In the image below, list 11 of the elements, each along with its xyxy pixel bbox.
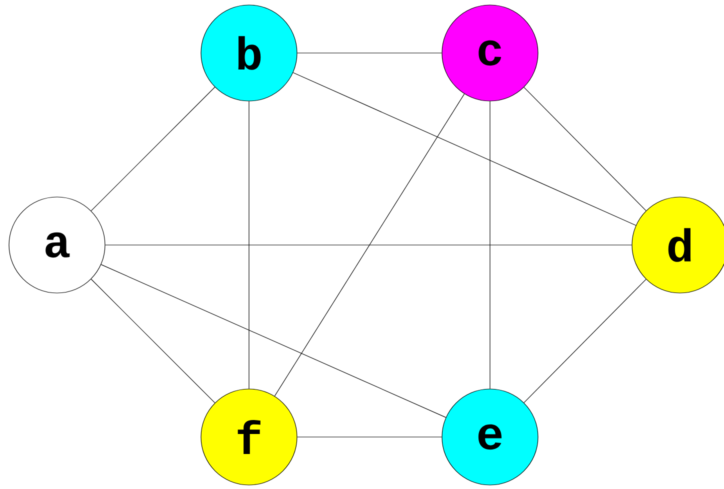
edge-line <box>292 72 636 226</box>
edge-line <box>100 264 446 418</box>
edge-line <box>105 244 632 246</box>
edge-line <box>274 94 465 396</box>
edge-line <box>297 436 442 438</box>
edge-line <box>90 86 216 212</box>
edge-line <box>297 52 442 54</box>
edge-line <box>90 278 216 404</box>
edge-line <box>524 279 646 403</box>
edge-line <box>524 87 646 211</box>
edge-line <box>248 101 250 389</box>
